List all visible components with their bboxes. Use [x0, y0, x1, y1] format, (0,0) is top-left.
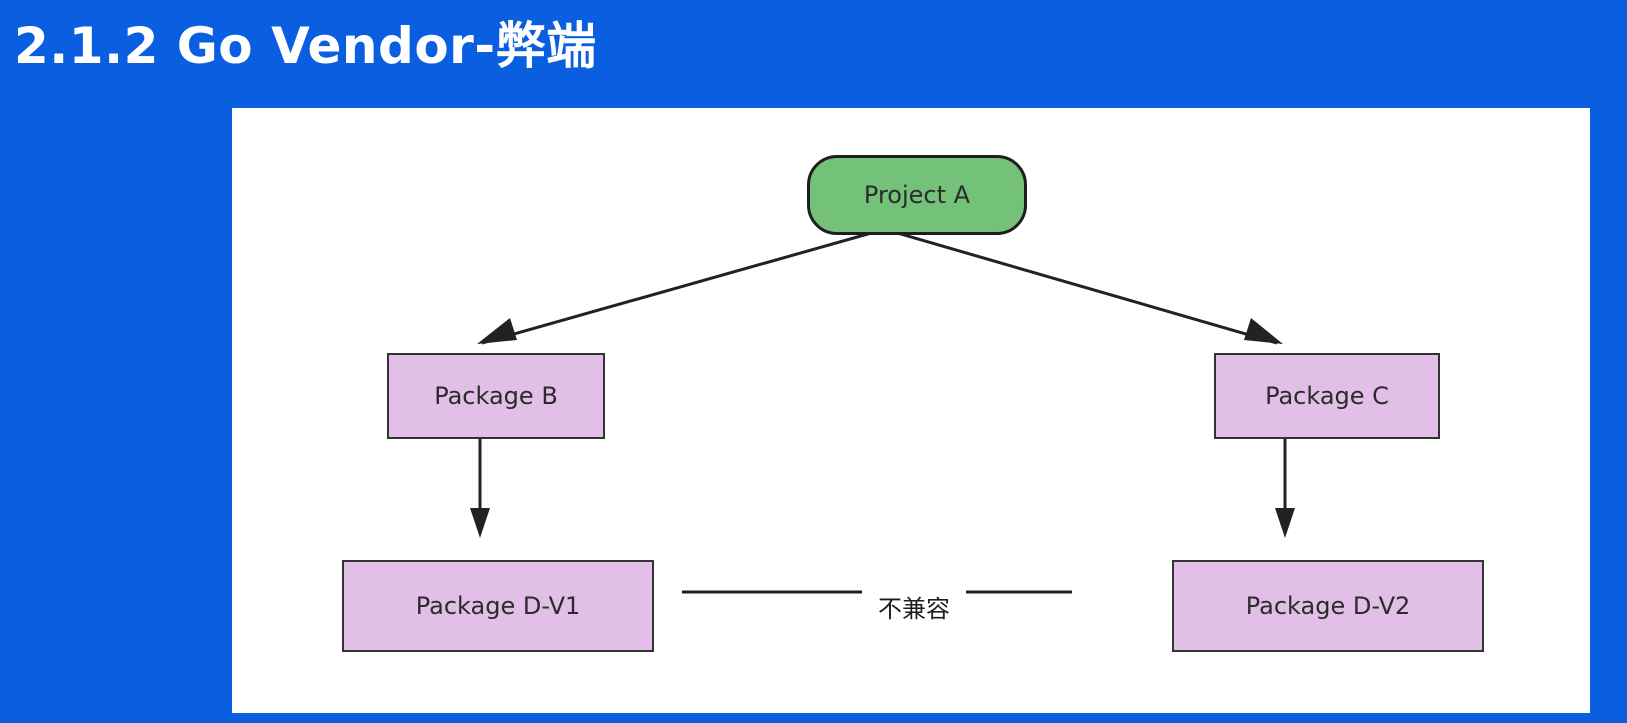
- arrowhead-package-d-v1: [470, 508, 490, 538]
- node-label: Package C: [1265, 382, 1389, 410]
- slide-title: 2.1.2 Go Vendor-弊端: [14, 17, 597, 75]
- diagram-panel: Project A Package B Package C Package D-…: [232, 108, 1590, 713]
- arrowhead-package-d-v2: [1275, 508, 1295, 538]
- edge-project-a-to-package-b: [481, 228, 883, 345]
- node-label: Package D-V2: [1245, 592, 1411, 620]
- node-package-d-v2: Package D-V2: [1172, 560, 1484, 652]
- arrowhead-package-b: [477, 318, 517, 344]
- node-label: Package D-V1: [415, 592, 581, 620]
- node-package-d-v1: Package D-V1: [342, 560, 654, 652]
- arrowhead-package-c: [1244, 318, 1283, 344]
- node-label: Package B: [434, 382, 558, 410]
- node-label: Project A: [863, 181, 971, 209]
- incompatible-label: 不兼容: [862, 586, 966, 626]
- node-package-b: Package B: [387, 353, 605, 439]
- node-package-c: Package C: [1214, 353, 1440, 439]
- edge-project-a-to-package-c: [886, 228, 1278, 345]
- node-project-a: Project A: [807, 155, 1027, 235]
- connector-layer: [470, 228, 1295, 594]
